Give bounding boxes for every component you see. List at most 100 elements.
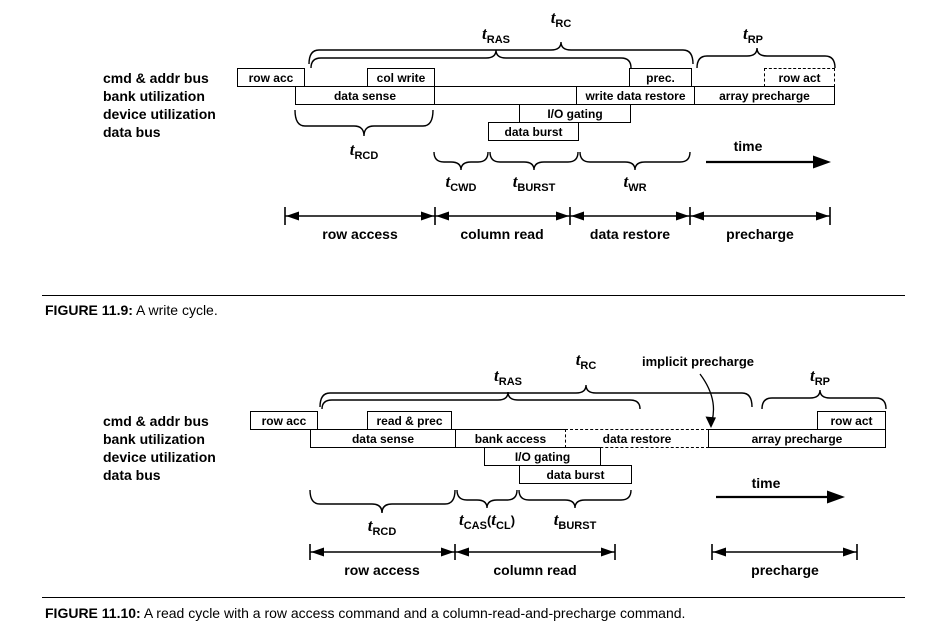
prec-box: prec. xyxy=(629,68,692,87)
bus-label-bank: bank utilization xyxy=(103,431,205,447)
t-subscript: RP xyxy=(747,34,764,46)
phase-precharge-write: precharge xyxy=(726,226,794,242)
t-subscript: CWD xyxy=(450,182,477,194)
write-data-restore-box: write data restore xyxy=(576,86,695,105)
t-symbol: t xyxy=(550,8,556,27)
t-wr-brace xyxy=(579,151,691,171)
t-rc-brace-write xyxy=(308,41,694,65)
t-symbol: t xyxy=(367,516,373,535)
read-prec-box: read & prec xyxy=(367,411,452,430)
t-symbol: t xyxy=(482,24,487,43)
bus-label-bank: bank utilization xyxy=(103,88,205,104)
paren-close: ) xyxy=(510,513,516,528)
bus-label-data-bus: data bus xyxy=(103,467,161,483)
t-burst-brace-read xyxy=(518,489,632,509)
t-rcd-label: tRCD xyxy=(368,516,397,538)
data-restore-box: data restore xyxy=(565,429,709,448)
arrowhead xyxy=(601,547,614,557)
time-arrow-write xyxy=(706,155,831,169)
t-rp-label: tRP xyxy=(743,24,763,46)
bank-busy-box xyxy=(434,86,577,105)
arrowhead xyxy=(571,211,584,221)
t-cwd-brace xyxy=(433,151,489,171)
t-symbol: t xyxy=(742,24,748,43)
arrowhead xyxy=(436,211,449,221)
time-arrow-read xyxy=(716,490,845,504)
figure-caption-text: A write cycle. xyxy=(136,302,218,318)
t-rp-brace-write xyxy=(696,47,836,69)
figure-caption-read: FIGURE 11.10: A read cycle with a row ac… xyxy=(45,605,685,621)
t-subscript: RAS xyxy=(486,34,510,46)
arrowhead xyxy=(843,547,856,557)
figure-caption-label: FIGURE 11.9: xyxy=(45,302,133,318)
t-subscript: BURST xyxy=(558,520,597,532)
figure-caption-write: FIGURE 11.9: A write cycle. xyxy=(45,302,218,318)
paren-open: ( xyxy=(486,513,492,528)
t-ras-label: tRAS xyxy=(494,366,522,388)
bus-labels-read: cmd & addr bus bank utilization device u… xyxy=(103,412,216,484)
t-ras-brace-write xyxy=(310,49,632,69)
t-symbol: t xyxy=(553,510,559,529)
t-subscript: CAS xyxy=(463,520,487,532)
phase-data-restore: data restore xyxy=(589,226,671,242)
t-symbol: t xyxy=(349,140,355,159)
t-symbol: t xyxy=(445,172,451,191)
phase-row-access-read: row access xyxy=(344,562,420,578)
bus-label-device: device utilization xyxy=(103,106,216,122)
t-rcd-brace-read xyxy=(309,489,456,514)
implicit-precharge-label: implicit precharge xyxy=(642,354,754,369)
t-symbol: t xyxy=(512,172,518,191)
bus-labels-write: cmd & addr bus bank utilization device u… xyxy=(103,69,216,141)
t-subscript: CL xyxy=(496,520,511,532)
phase-spans-write xyxy=(284,207,831,225)
arrowhead xyxy=(456,547,469,557)
arrowhead xyxy=(441,547,454,557)
phase-column-read-write: column read xyxy=(460,226,544,242)
arrowhead xyxy=(311,547,324,557)
t-rp-label: tRP xyxy=(810,366,830,388)
t-rcd-label: tRCD xyxy=(350,140,379,162)
time-arrowhead xyxy=(827,490,845,504)
t-symbol: t xyxy=(458,510,464,529)
t-subscript: BURST xyxy=(517,182,556,194)
time-label-write: time xyxy=(733,138,763,154)
data-sense-box: data sense xyxy=(295,86,435,105)
caption-rule-read xyxy=(42,597,905,599)
phase-spans-read xyxy=(309,544,858,560)
bus-label-data-bus: data bus xyxy=(103,124,161,140)
t-rp-brace-read xyxy=(761,389,887,410)
arrowhead xyxy=(816,211,829,221)
io-gating-box: I/O gating xyxy=(519,104,631,123)
arrowhead xyxy=(556,211,569,221)
row-act-box: row act xyxy=(817,411,886,430)
t-cwd-label: tCWD xyxy=(445,172,476,194)
arrowhead xyxy=(691,211,704,221)
t-symbol: t xyxy=(491,510,497,529)
t-burst-brace-write xyxy=(489,151,579,171)
bus-label-cmd-addr: cmd & addr bus xyxy=(103,413,209,429)
bank-access-box: bank access xyxy=(455,429,566,448)
implicit-precharge-arrow-line xyxy=(699,373,715,422)
row-act-box: row act xyxy=(764,68,835,87)
t-subscript: RP xyxy=(814,376,831,388)
t-ras-brace-read xyxy=(321,391,641,410)
t-wr-label: tWR xyxy=(623,172,646,194)
t-subscript: RC xyxy=(580,360,597,372)
t-symbol: t xyxy=(575,350,581,369)
t-subscript: RCD xyxy=(354,150,379,162)
t-rcd-brace-write xyxy=(294,109,434,137)
t-rc-label: tRC xyxy=(576,350,597,372)
col-write-box: col write xyxy=(367,68,435,87)
time-label-read: time xyxy=(751,475,781,491)
arrowhead xyxy=(713,547,726,557)
t-subscript: RAS xyxy=(498,376,522,388)
bus-label-device: device utilization xyxy=(103,449,216,465)
t-subscript: RC xyxy=(555,18,572,30)
arrowhead xyxy=(286,211,299,221)
figure-caption-text: A read cycle with a row access command a… xyxy=(143,605,686,621)
phase-precharge-read: precharge xyxy=(751,562,819,578)
implicit-precharge-arrowhead xyxy=(705,416,716,428)
phase-column-read-read: column read xyxy=(493,562,577,578)
